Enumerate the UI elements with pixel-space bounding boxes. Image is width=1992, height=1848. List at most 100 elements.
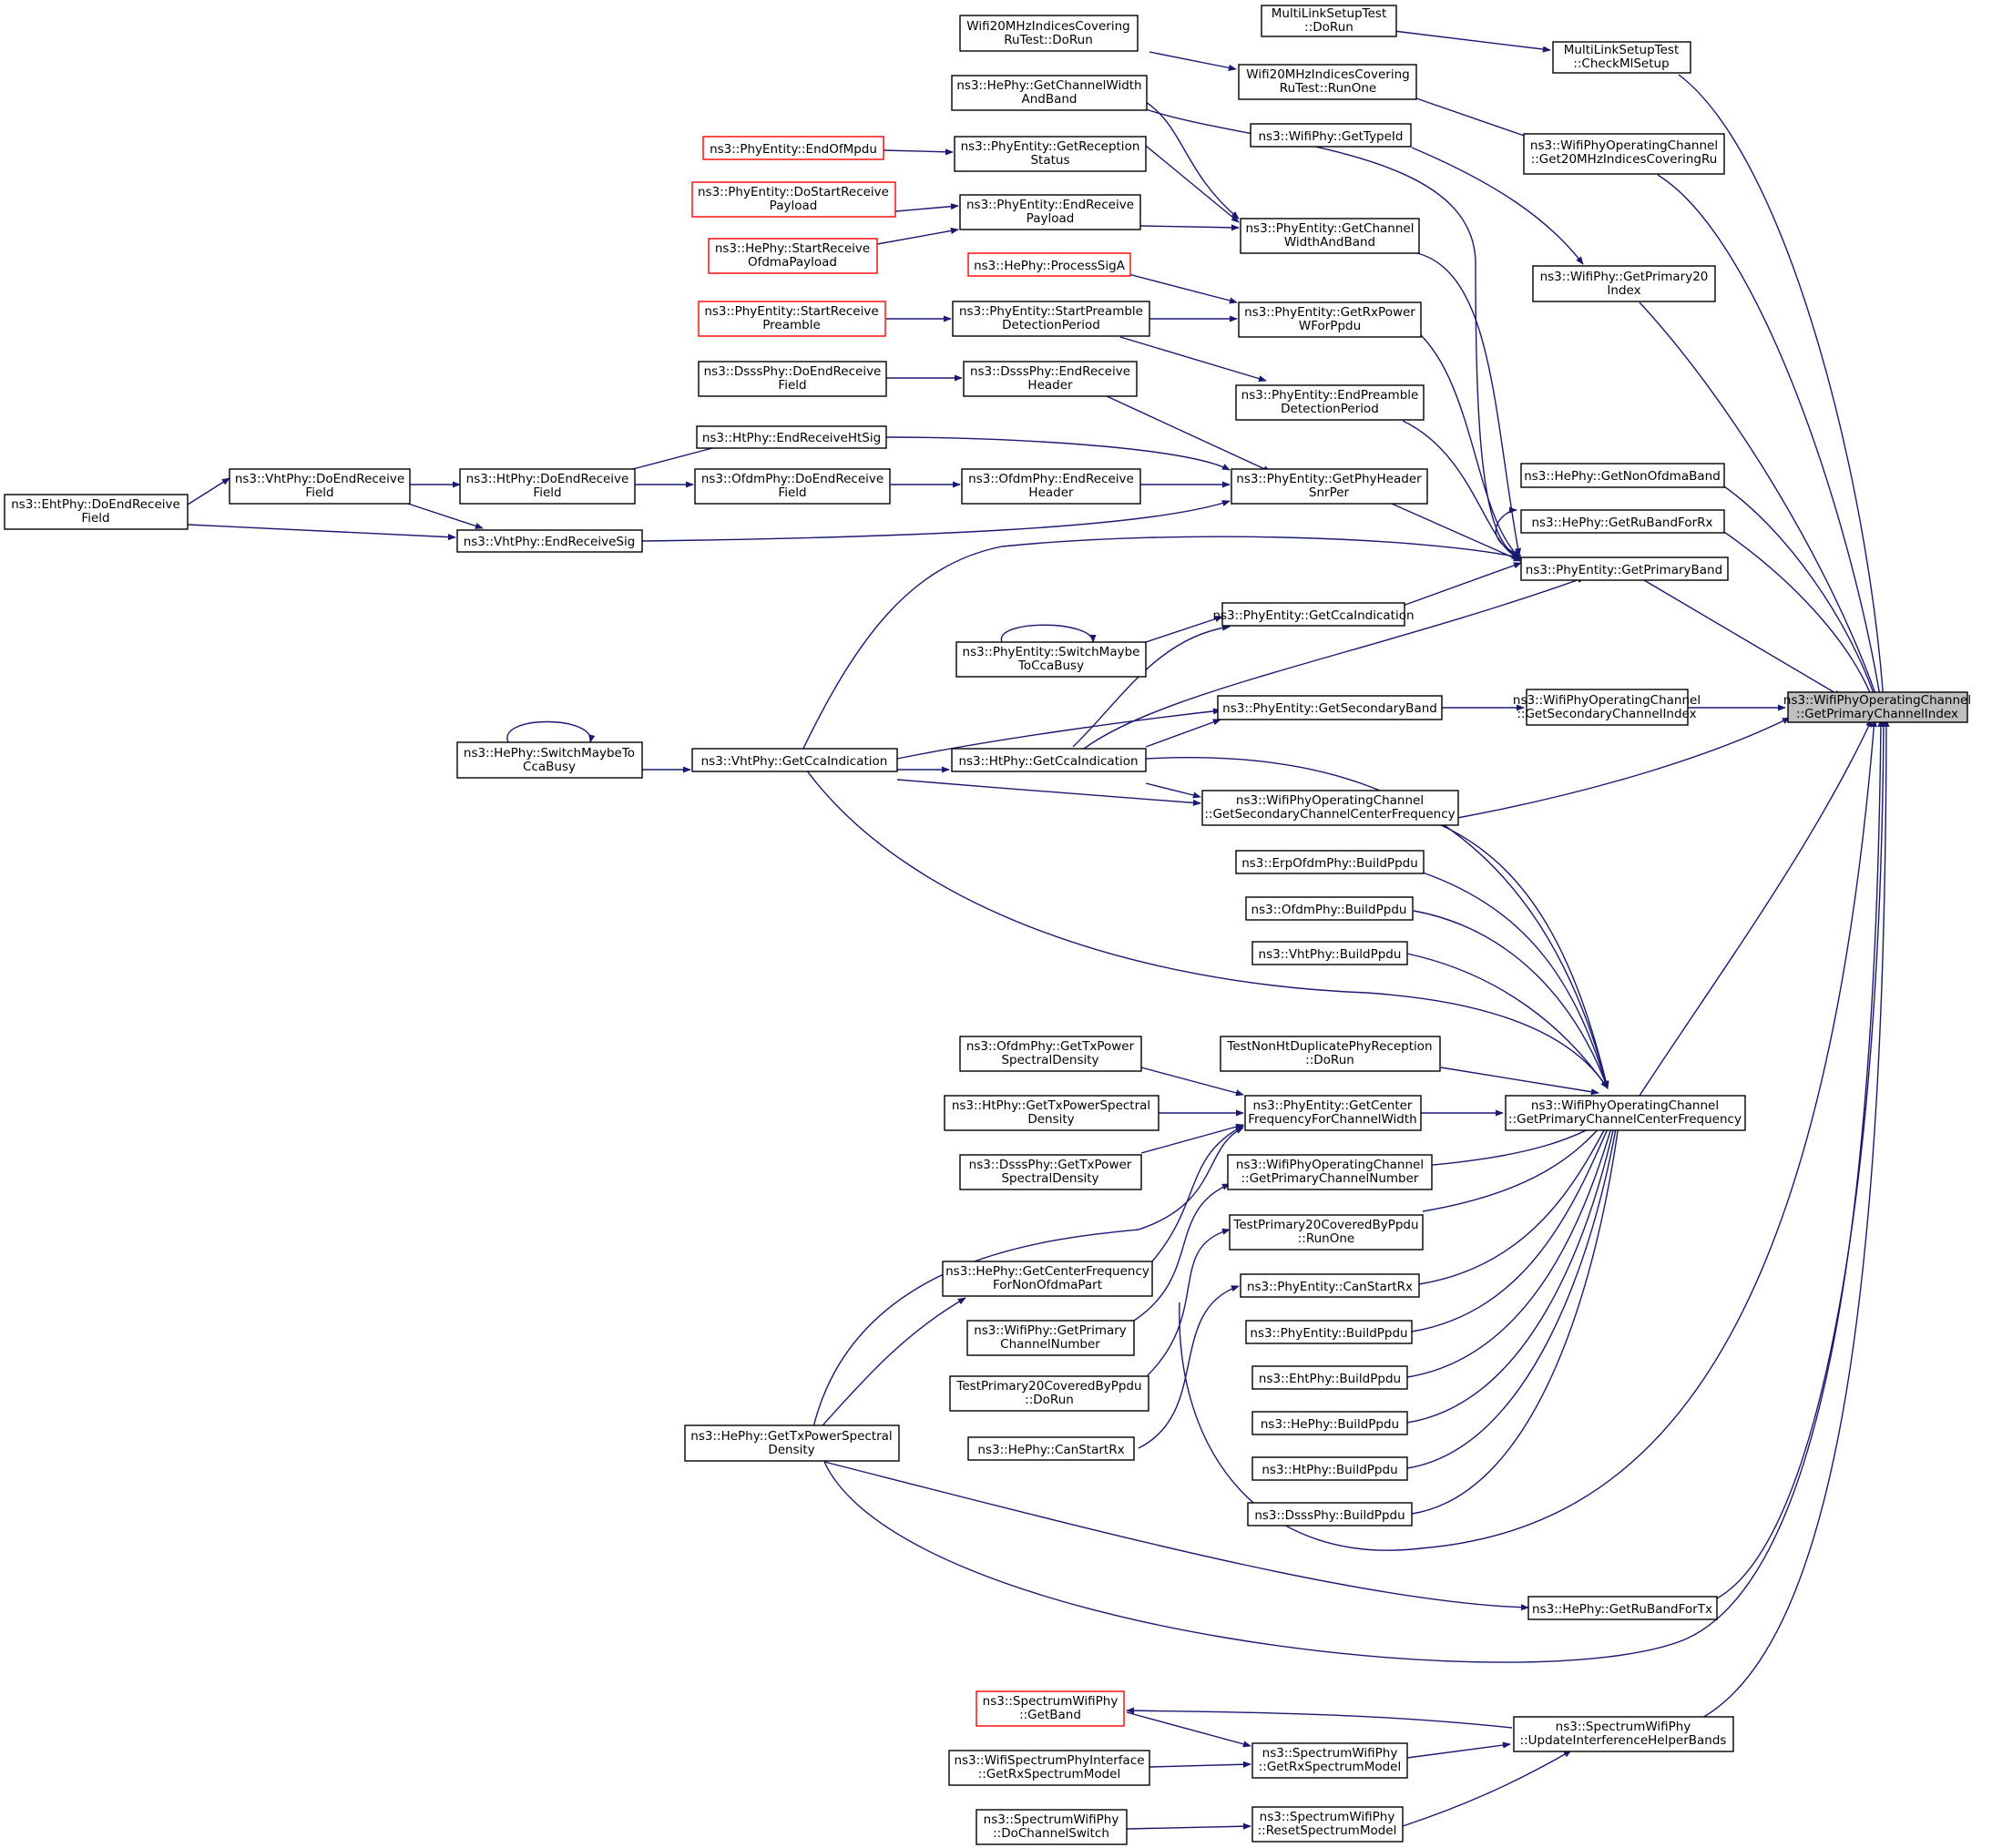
svg-text:ns3::HePhy::GetRuBandForRx: ns3::HePhy::GetRuBandForRx (1531, 516, 1712, 530)
edge (1643, 579, 1843, 698)
node-label: ::DoRun (1305, 1053, 1354, 1067)
graph-node[interactable]: ns3::OfdmPhy::BuildPpdu (1245, 896, 1414, 921)
node-label: ns3::PhyEntity::GetCcaIndication (1212, 608, 1414, 623)
graph-node[interactable]: ns3::WifiSpectrumPhyInterface::GetRxSpec… (948, 1750, 1150, 1786)
graph-node[interactable]: ns3::HePhy::CanStartRx (967, 1436, 1135, 1461)
svg-text:ns3::WifiPhyOperatingChannel::: ns3::WifiPhyOperatingChannel::GetPrimary… (1508, 1098, 1742, 1127)
edge (1402, 320, 1520, 558)
focus-node[interactable]: ns3::WifiPhyOperatingChannel::GetPrimary… (1783, 691, 1971, 723)
graph-node[interactable]: ns3::PhyEntity::BuildPpdu (1245, 1320, 1413, 1344)
edge (1138, 1285, 1240, 1449)
graph-node[interactable]: ns3::HePhy::ProcessSigA (967, 252, 1131, 277)
edge (1133, 1183, 1231, 1322)
edge (1684, 719, 1890, 1727)
graph-node[interactable]: ns3::WifiPhy::GetTypeId (1250, 123, 1412, 148)
svg-text:ns3::WifiPhyOperatingChannel::: ns3::WifiPhyOperatingChannel::GetSeconda… (1204, 793, 1455, 822)
edge (1147, 1228, 1231, 1376)
graph-node[interactable]: ns3::VhtPhy::EndReceiveSig (456, 529, 643, 553)
edge (1406, 953, 1609, 1089)
node-label: ns3::OfdmPhy::GetTxPower (966, 1039, 1135, 1054)
graph-node[interactable]: ns3::VhtPhy::GetCcaIndication (691, 748, 898, 772)
graph-node[interactable]: ns3::HePhy::GetRuBandForTx (1527, 1596, 1718, 1620)
node-label: RuTest::DoRun (1004, 33, 1093, 47)
graph-node[interactable]: TestPrimary20CoveredByPpdu::DoRun (949, 1375, 1149, 1412)
graph-node[interactable]: ns3::WifiPhyOperatingChannel::GetPrimary… (1227, 1154, 1433, 1190)
graph-node[interactable]: ns3::PhyEntity::GetPrimaryBand (1520, 556, 1729, 581)
graph-node[interactable]: ns3::SpectrumWifiPhy::GetRxSpectrumModel (1251, 1742, 1408, 1779)
graph-node[interactable]: MultiLinkSetupTest::DoRun (1261, 5, 1397, 37)
edge (1721, 529, 1875, 702)
edge (1413, 910, 1609, 1089)
graph-node[interactable]: ns3::WifiPhyOperatingChannel::GetPrimary… (1505, 1095, 1746, 1131)
graph-node[interactable]: ns3::SpectrumWifiPhy::UpdateInterference… (1513, 1716, 1734, 1752)
svg-text:ns3::PhyEntity::EndOfMpdu: ns3::PhyEntity::EndOfMpdu (710, 142, 877, 157)
node-label: ns3::PhyEntity::EndPreamble (1241, 388, 1419, 403)
svg-text:ns3::HePhy::GetNonOfdmaBand: ns3::HePhy::GetNonOfdmaBand (1524, 469, 1721, 484)
graph-node[interactable]: ns3::HtPhy::EndReceiveHtSig (696, 425, 887, 449)
graph-node[interactable]: ns3::WifiPhyOperatingChannel::GetSeconda… (1201, 790, 1459, 826)
graph-node[interactable]: ns3::HePhy::GetNonOfdmaBand (1520, 463, 1725, 488)
graph-node[interactable]: ns3::PhyEntity::CanStartRx (1240, 1273, 1420, 1298)
graph-node[interactable]: ns3::HePhy::BuildPpdu (1251, 1411, 1408, 1435)
svg-text:ns3::HePhy::BuildPpdu: ns3::HePhy::BuildPpdu (1261, 1417, 1399, 1432)
graph-node[interactable]: ns3::SpectrumWifiPhy::ResetSpectrumModel (1251, 1806, 1404, 1843)
node-label: Field (81, 511, 109, 526)
svg-text:ns3::EhtPhy::BuildPpdu: ns3::EhtPhy::BuildPpdu (1259, 1372, 1401, 1386)
svg-text:ns3::WifiPhy::GetTypeId: ns3::WifiPhy::GetTypeId (1258, 129, 1403, 144)
graph-node[interactable]: ns3::SpectrumWifiPhy::GetBand (976, 1690, 1125, 1727)
graph-node[interactable]: ns3::EhtPhy::BuildPpdu (1251, 1365, 1408, 1390)
graph-node[interactable]: ns3::WifiPhyOperatingChannel::Get20MHzIn… (1523, 133, 1725, 175)
graph-node[interactable]: ns3::HtPhy::BuildPpdu (1251, 1456, 1408, 1481)
node-label: WForPpdu (1299, 319, 1361, 333)
svg-text:MultiLinkSetupTest::DoRun: MultiLinkSetupTest::DoRun (1272, 6, 1387, 35)
svg-text:ns3::PhyEntity::GetCcaIndicati: ns3::PhyEntity::GetCcaIndication (1212, 608, 1414, 623)
graph-node[interactable]: ns3::ErpOfdmPhy::BuildPpdu (1235, 850, 1425, 874)
graph-node[interactable]: ns3::DsssPhy::BuildPpdu (1247, 1502, 1413, 1526)
graph-node[interactable]: ns3::SpectrumWifiPhy::DoChannelSwitch (976, 1809, 1128, 1845)
graph-node[interactable]: ns3::WifiPhyOperatingChannel::GetSeconda… (1513, 689, 1701, 726)
node-label: ChannelNumber (1000, 1337, 1100, 1352)
graph-node[interactable]: ns3::HtPhy::GetCcaIndication (951, 748, 1147, 772)
graph-node[interactable]: TestNonHtDuplicatePhyReception::DoRun (1220, 1036, 1441, 1072)
graph-node[interactable]: ns3::PhyEntity::GetSecondaryBand (1217, 695, 1443, 720)
graph-node[interactable]: ns3::PhyEntity::EndOfMpdu (702, 136, 884, 160)
graph-node[interactable]: ns3::VhtPhy::BuildPpdu (1251, 941, 1408, 965)
graph-node[interactable]: TestPrimary20CoveredByPpdu::RunOne (1229, 1214, 1424, 1251)
graph-node[interactable]: ns3::HePhy::GetRuBandForRx (1520, 509, 1725, 534)
graph-node[interactable]: ns3::PhyEntity::GetCcaIndication (1212, 602, 1415, 627)
graph-node[interactable]: MultiLinkSetupTest::CheckMlSetup (1552, 41, 1691, 74)
node-label: ns3::HePhy::SwitchMaybeTo (464, 746, 635, 761)
